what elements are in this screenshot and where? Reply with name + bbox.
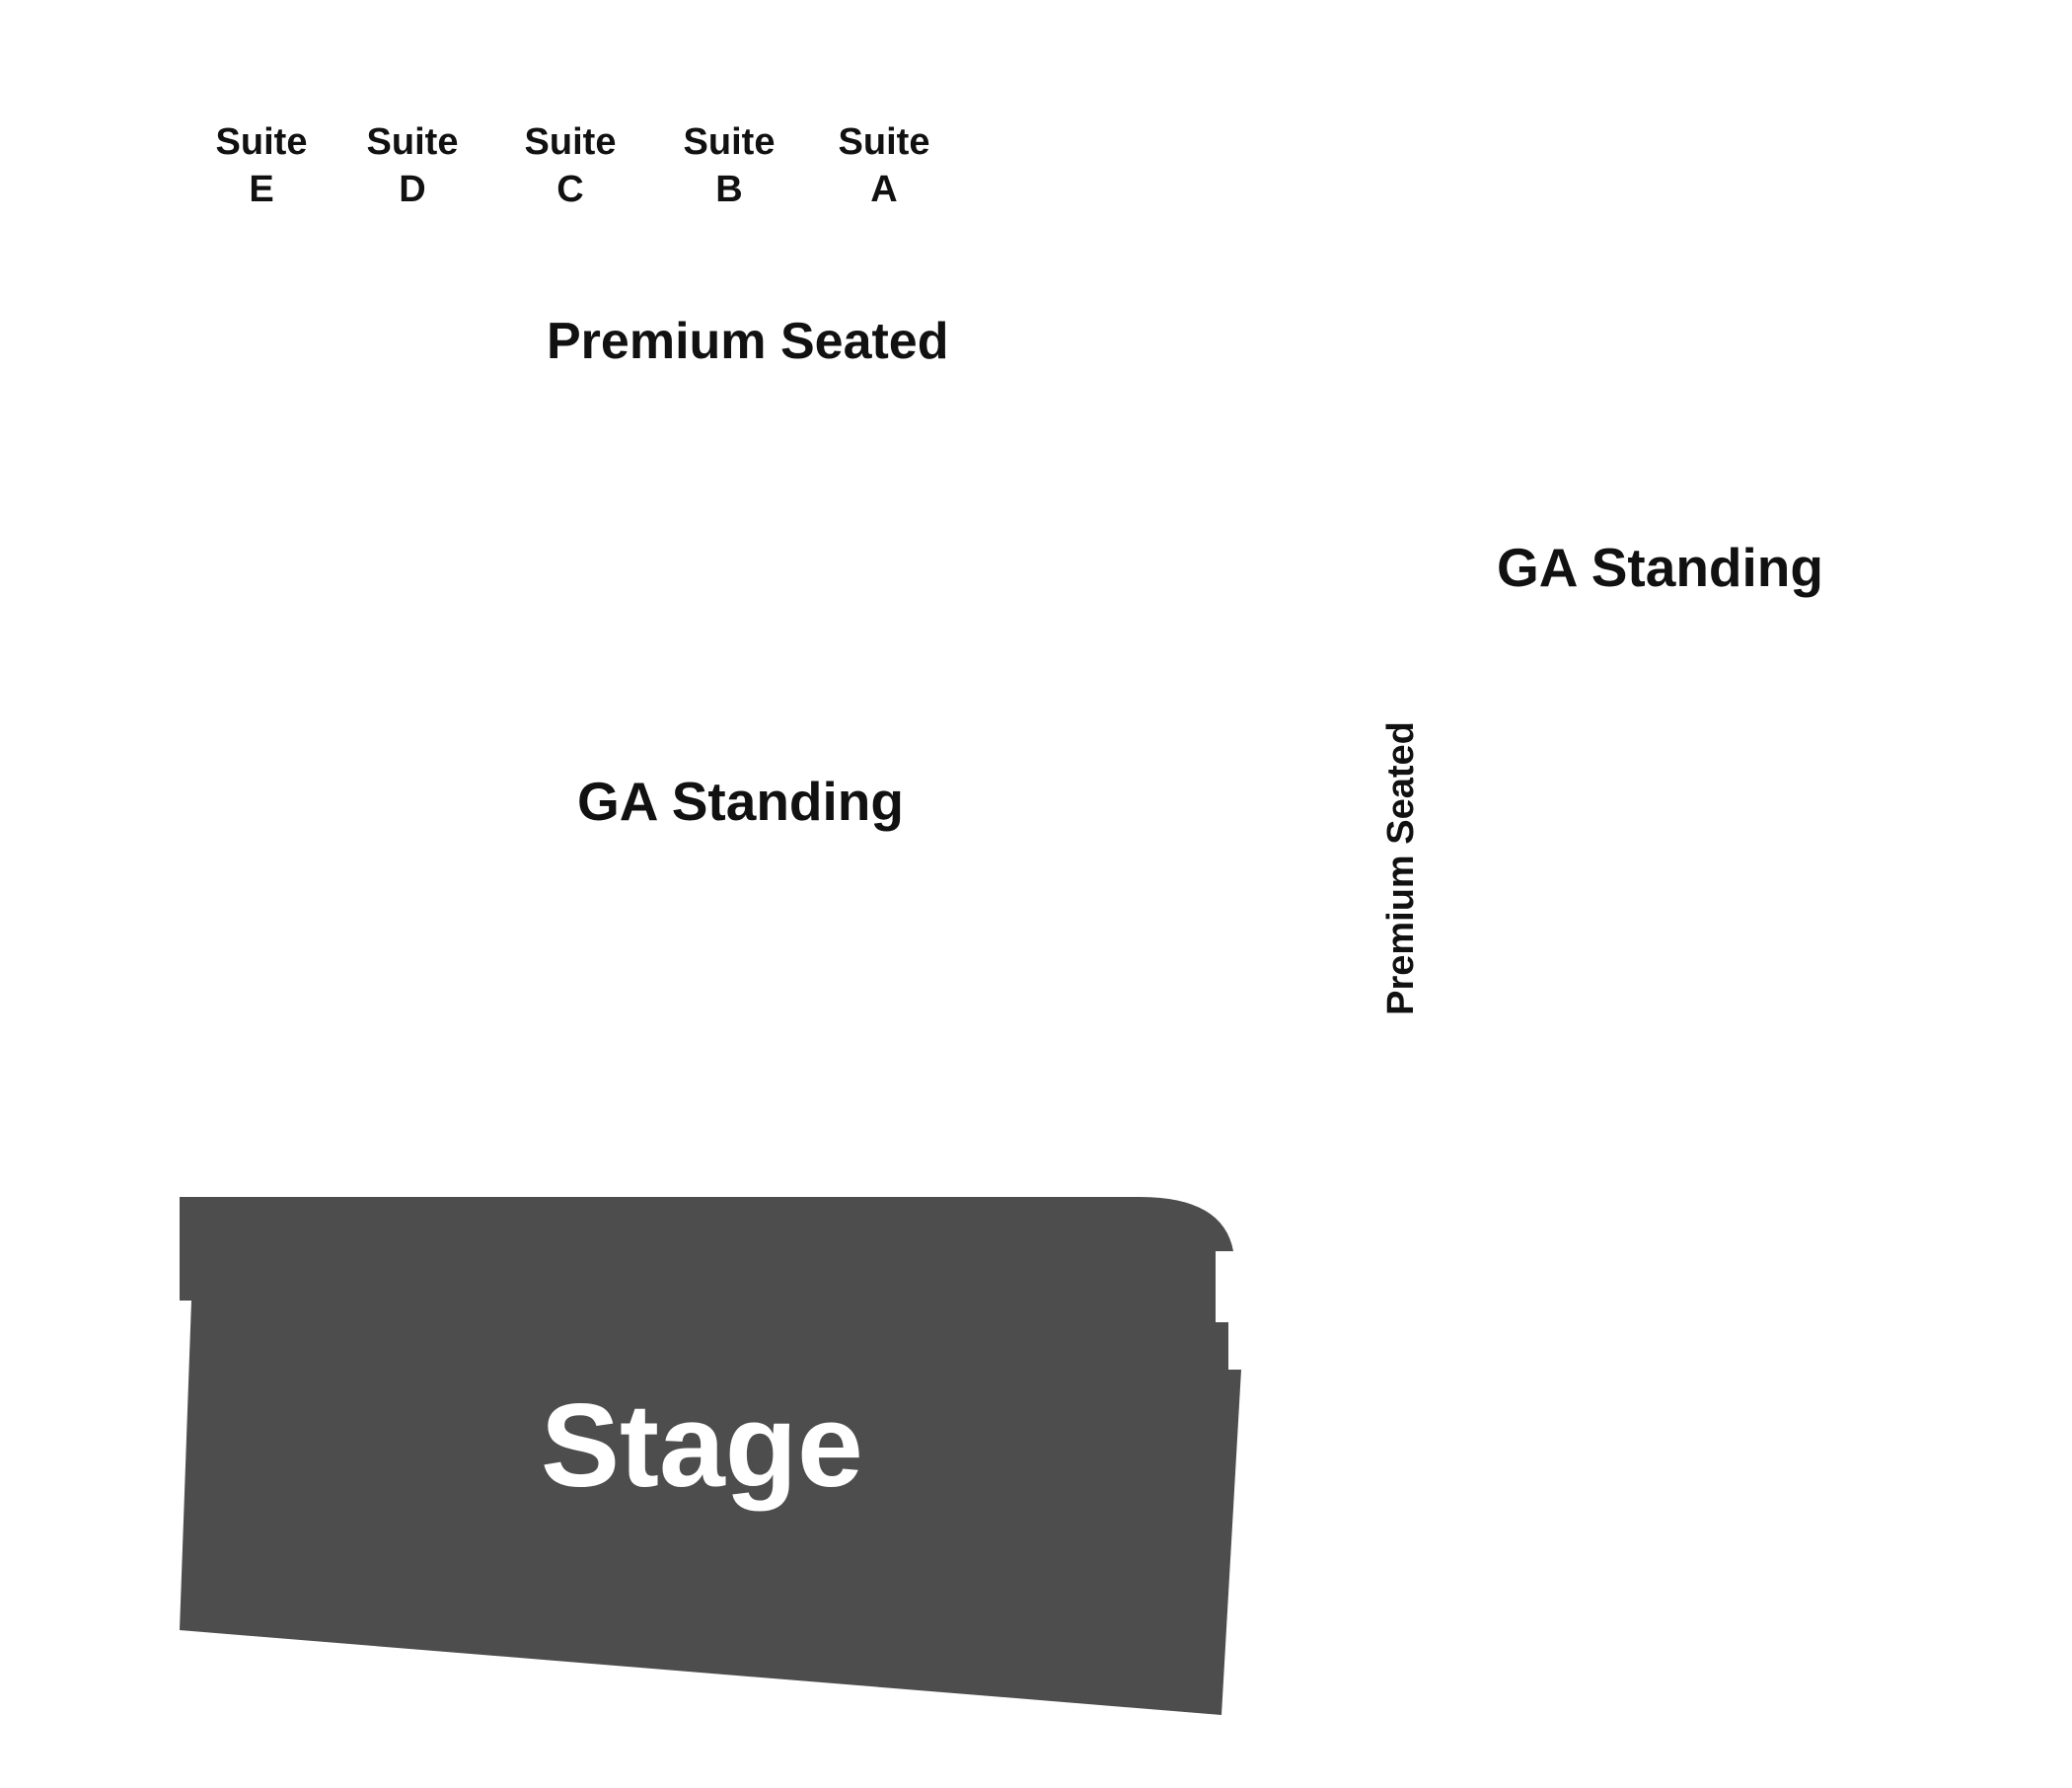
suite-b-letter: B [715,169,743,210]
suite-e[interactable]: Suite E [202,118,321,213]
suite-d-letter: D [399,169,426,210]
suite-d[interactable]: Suite D [353,118,472,213]
premium-seated-side-section[interactable]: Premium Seated [1380,721,1422,1015]
suite-a-letter: A [870,169,898,210]
suite-e-letter: E [249,169,274,210]
suite-a[interactable]: Suite A [825,118,943,213]
suite-d-label: Suite [366,121,459,163]
ga-standing-center-section[interactable]: GA Standing [577,771,904,832]
suite-c-letter: C [556,169,584,210]
suite-b[interactable]: Suite B [670,118,788,213]
ga-standing-right-section[interactable]: GA Standing [1497,537,1823,598]
stage-shape[interactable] [180,1197,1241,1715]
suite-e-label: Suite [215,121,308,163]
premium-seated-top-section[interactable]: Premium Seated [547,313,949,370]
suite-c[interactable]: Suite C [511,118,629,213]
suite-a-label: Suite [838,121,930,163]
stage-label: Stage [541,1379,863,1512]
suite-b-label: Suite [683,121,776,163]
suite-c-label: Suite [524,121,617,163]
